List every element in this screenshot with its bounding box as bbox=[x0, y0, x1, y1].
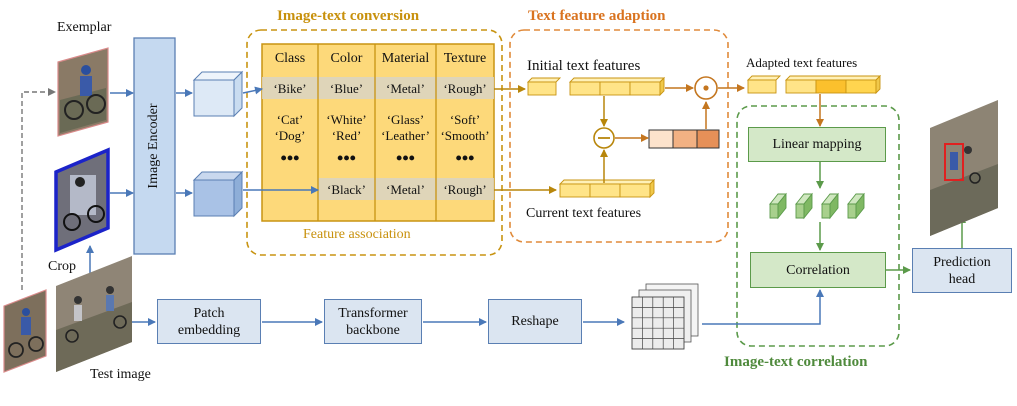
table-cell: ‘Bike’ bbox=[273, 81, 307, 96]
table-ellipsis: ••• bbox=[396, 148, 415, 168]
table-cell: ‘Leather’ bbox=[381, 128, 430, 143]
test-image-small bbox=[3, 289, 47, 373]
adapted-features-label: Adapted text features bbox=[746, 55, 858, 70]
image-encoder-label: Image Encoder bbox=[146, 103, 161, 189]
table-header-color: Color bbox=[330, 51, 363, 66]
test-image bbox=[56, 256, 132, 372]
table-ellipsis: ••• bbox=[455, 148, 475, 168]
correlation-title: Image-text correlation bbox=[724, 354, 868, 370]
patch-embedding-line2: embedding bbox=[177, 322, 241, 338]
table-header-material: Material bbox=[381, 51, 430, 66]
table-ellipsis: ••• bbox=[337, 148, 356, 168]
exemplar-image bbox=[57, 47, 109, 137]
current-text-feature-slabs bbox=[558, 178, 656, 199]
linear-mapping-box: Linear mapping bbox=[748, 127, 886, 162]
table-cell: ‘Soft’ bbox=[449, 112, 481, 127]
mapped-feature-cubes bbox=[769, 192, 865, 220]
table-cell: ‘Glass’ bbox=[386, 112, 425, 127]
transformer-backbone-line2: backbone bbox=[346, 322, 400, 338]
test-image-label: Test image bbox=[90, 367, 151, 382]
table-header-class: Class bbox=[274, 51, 306, 66]
exemplar-label: Exemplar bbox=[57, 20, 112, 35]
transformer-backbone-box: Transformer backbone bbox=[324, 299, 422, 344]
table-cell: ‘Rough’ bbox=[443, 182, 487, 197]
patch-embedding-line1: Patch bbox=[193, 305, 225, 321]
prediction-head-box: Prediction head bbox=[912, 248, 1012, 293]
table-cell: ‘White’ bbox=[326, 112, 367, 127]
adapted-text-feature-slabs bbox=[746, 74, 882, 95]
table-cell: ‘Rough’ bbox=[443, 81, 487, 96]
prediction-head-line1: Prediction bbox=[933, 254, 991, 270]
table-cell: ‘Metal’ bbox=[386, 81, 425, 96]
table-cell: ‘Dog’ bbox=[274, 128, 306, 143]
crop-image bbox=[54, 147, 110, 253]
difference-feature-bars bbox=[648, 129, 720, 149]
table-cell: ‘Blue’ bbox=[329, 81, 364, 96]
prediction-head-line2: head bbox=[948, 271, 976, 287]
output-image bbox=[930, 100, 998, 236]
table-header-texture: Texture bbox=[443, 51, 487, 66]
adaption-title: Text feature adaption bbox=[528, 8, 666, 24]
initial-features-label: Initial text features bbox=[527, 58, 641, 74]
association-label: Feature association bbox=[303, 227, 411, 242]
table-cell: ‘Black’ bbox=[327, 182, 366, 197]
image-encoder-box bbox=[133, 37, 176, 255]
correlation-frame bbox=[736, 105, 900, 347]
crop-feature-cube bbox=[192, 170, 244, 218]
table-ellipsis: ••• bbox=[280, 148, 300, 168]
conversion-frame bbox=[246, 29, 503, 256]
conversion-title: Image-text conversion bbox=[277, 8, 420, 24]
crop-label: Crop bbox=[48, 259, 76, 274]
exemplar-feature-cube bbox=[192, 70, 244, 118]
table-cell: ‘Metal’ bbox=[386, 182, 425, 197]
table-cell: ‘Red’ bbox=[331, 128, 362, 143]
patch-embedding-box: Patch embedding bbox=[157, 299, 261, 344]
table-cell: ‘Smooth’ bbox=[440, 128, 490, 143]
adaption-frame bbox=[509, 29, 729, 243]
correlation-box: Correlation bbox=[750, 252, 886, 288]
table-cell: ‘Cat’ bbox=[276, 112, 304, 127]
transformer-backbone-line1: Transformer bbox=[338, 305, 408, 321]
current-features-label: Current text features bbox=[526, 206, 642, 221]
reshape-box: Reshape bbox=[488, 299, 582, 344]
initial-text-feature-slabs bbox=[526, 76, 666, 97]
feature-map-grid bbox=[631, 283, 699, 350]
